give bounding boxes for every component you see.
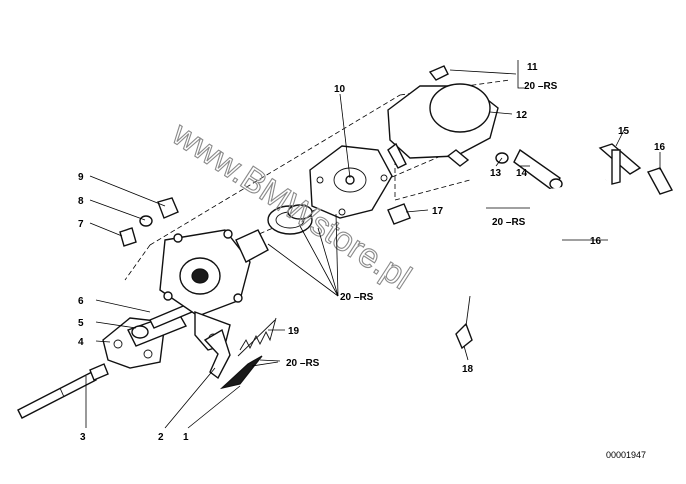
callout-16b: 16 — [590, 236, 602, 247]
lower-housing-part — [159, 229, 251, 351]
callout-1: 1 — [183, 432, 189, 443]
callout-rs-spring: 20 –RS — [286, 358, 320, 369]
callout-labels: 9 8 7 6 5 4 3 2 1 19 20 –RS 20 –RS 10 11… — [78, 62, 666, 443]
callout-17: 17 — [432, 206, 444, 217]
callout-11: 11 — [527, 62, 538, 73]
callout-3: 3 — [80, 432, 86, 443]
upper-cover-part — [387, 83, 499, 169]
callout-9: 9 — [78, 172, 84, 183]
callout-4: 4 — [78, 337, 84, 348]
callout-7: 7 — [78, 219, 84, 230]
pushrod-part — [17, 363, 109, 419]
seal-part — [219, 355, 263, 390]
catalog-number: 00001947 — [606, 450, 646, 460]
callout-2: 2 — [158, 432, 164, 443]
leader-lines — [85, 60, 661, 429]
lever-part — [127, 303, 193, 347]
washers-and-nut — [119, 197, 179, 247]
arm-part — [203, 328, 231, 380]
callout-12: 12 — [516, 110, 528, 121]
fuel-hose-part — [390, 143, 674, 274]
callout-18: 18 — [462, 364, 474, 375]
callout-8: 8 — [78, 196, 84, 207]
callout-rs-mid: 20 –RS — [492, 217, 526, 228]
hose-clip-part — [387, 203, 411, 225]
callout-10: 10 — [334, 84, 346, 95]
ring-and-fitting — [495, 148, 563, 191]
piston-spring-assembly — [235, 204, 313, 263]
spring-part — [237, 317, 277, 357]
callout-13: 13 — [490, 168, 502, 179]
callout-16a: 16 — [654, 142, 666, 153]
screw-part — [428, 65, 449, 81]
clamp-part — [455, 295, 473, 350]
callout-5: 5 — [78, 318, 84, 329]
callout-rs-center: 20 –RS — [340, 292, 374, 303]
callout-6: 6 — [78, 296, 84, 307]
diaphragm-part — [309, 145, 393, 219]
callout-rs-top: 20 –RS — [524, 81, 558, 92]
callout-15: 15 — [618, 126, 630, 137]
callout-19: 19 — [288, 326, 300, 337]
callout-14: 14 — [516, 168, 528, 179]
